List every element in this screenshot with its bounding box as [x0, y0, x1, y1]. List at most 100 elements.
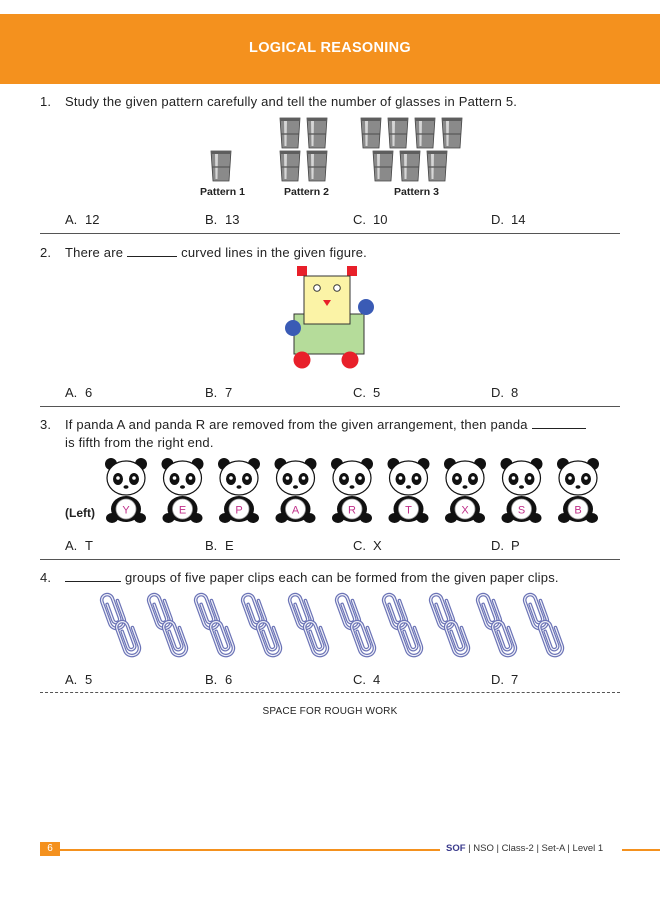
robot-left-hand: [285, 320, 301, 336]
paper-clip-icon: [302, 619, 330, 658]
paper-clip-icon: [255, 619, 283, 658]
paper-clip-icon: [522, 592, 550, 631]
rough-work-label: SPACE FOR ROUGH WORK: [262, 706, 398, 717]
q4-option-d[interactable]: D. 7: [491, 672, 518, 687]
option-value: 5: [85, 672, 93, 687]
option-value: 10: [373, 212, 388, 227]
q1-option-b[interactable]: B.13: [205, 212, 239, 227]
footer-text: SOF | NSO | Class-2 | Set-A | Level 1: [446, 843, 603, 854]
question-number: 2.: [40, 245, 52, 260]
question-number: 3.: [40, 417, 52, 432]
paper-clip-icon: [396, 619, 424, 658]
option-letter: B.: [205, 672, 218, 687]
panda-letter: R: [348, 505, 356, 517]
option-letter: B.: [205, 538, 218, 553]
paper-clip-icon: [334, 592, 362, 631]
robot-left-antenna: [297, 266, 307, 276]
answer-blank: [127, 255, 178, 257]
option-value: P: [511, 538, 520, 553]
option-letter: C.: [353, 538, 366, 553]
panda-letter: S: [518, 505, 525, 517]
paper-clip-icon: [114, 619, 142, 658]
panda-letter: Y: [122, 505, 130, 517]
option-value: X: [373, 538, 382, 553]
paper-clip-icon: [193, 592, 221, 631]
q2-option-a[interactable]: A.6: [65, 385, 92, 400]
glass-icon: [306, 150, 328, 182]
q4-option-b[interactable]: B. 6: [205, 672, 232, 687]
paper-clip-icon: [475, 592, 503, 631]
robot-figure: [285, 266, 374, 369]
option-value: 13: [225, 212, 240, 227]
question-3: 3. If panda A and panda R are removed fro…: [40, 417, 590, 432]
question-text-line1: If panda A and panda R are removed from …: [65, 417, 528, 432]
panda-Y: Y: [105, 458, 147, 523]
robot-right-wheel: [341, 351, 359, 369]
page-number: 6: [40, 842, 60, 856]
pattern-1-caption: Pattern 1: [200, 186, 245, 198]
option-letter: D.: [491, 672, 504, 687]
panda-T: T: [387, 458, 430, 523]
panda-A: A: [274, 458, 317, 523]
footer-bar-right: [622, 849, 660, 851]
question-number: 1.: [40, 94, 52, 109]
robot-right-hand: [358, 299, 374, 315]
panda-letter: P: [235, 505, 242, 517]
q1-option-a[interactable]: A. 12: [65, 212, 99, 227]
paper-clip-icon: [161, 619, 189, 658]
option-value: 12: [85, 212, 100, 227]
pattern-2-caption: Pattern 2: [284, 186, 329, 198]
question-text-before: There are: [65, 245, 124, 260]
q3-option-d[interactable]: D.P: [491, 538, 520, 553]
option-value: 14: [511, 212, 526, 227]
q4-option-a[interactable]: A. 5: [65, 672, 92, 687]
glass-icon: [387, 117, 409, 149]
option-value: 8: [511, 385, 519, 400]
paper-clip-icon: [99, 592, 127, 631]
glass-icon: [426, 150, 448, 182]
panda-R: R: [331, 458, 373, 523]
sof-logo: SOF: [446, 843, 466, 854]
q1-option-c[interactable]: C. 10: [353, 212, 387, 227]
option-value: 5: [373, 385, 381, 400]
panda-letter: T: [405, 505, 412, 517]
option-letter: B.: [205, 385, 218, 400]
panda-B: B: [557, 458, 599, 523]
option-value: 7: [511, 672, 519, 687]
q4-option-c[interactable]: C.4: [353, 672, 380, 687]
option-letter: C.: [353, 212, 366, 227]
q2-option-b[interactable]: B. 7: [205, 385, 232, 400]
glass-icon: [279, 150, 301, 182]
robot-left-eye: [313, 284, 321, 292]
q2-option-c[interactable]: C.5: [353, 385, 380, 400]
option-value: 7: [225, 385, 233, 400]
option-letter: D.: [491, 212, 504, 227]
panda-letter: E: [179, 505, 186, 517]
question-4: 4.groups of five paper clips each can be…: [40, 570, 559, 585]
q3-option-c[interactable]: C. X: [353, 538, 382, 553]
q1-option-d[interactable]: D. 14: [491, 212, 525, 227]
option-letter: A.: [65, 385, 78, 400]
option-letter: A.: [65, 212, 78, 227]
question-number: 4.: [40, 570, 52, 585]
option-value: 4: [373, 672, 381, 687]
paper-clip-icon: [490, 619, 518, 658]
robot-right-eye: [333, 284, 341, 292]
paper-clip-icon: [428, 592, 456, 631]
paper-clip-icon: [349, 619, 377, 658]
header-banner: [0, 14, 660, 84]
panda-P: P: [218, 458, 260, 523]
option-value: 6: [225, 672, 233, 687]
robot-right-antenna: [347, 266, 357, 276]
panda-letter: B: [574, 505, 581, 517]
option-letter: A.: [65, 672, 78, 687]
q2-option-d[interactable]: D. 8: [491, 385, 518, 400]
paper-clip-icon: [240, 592, 268, 631]
q3-option-a[interactable]: A.T: [65, 538, 93, 553]
option-letter: A.: [65, 538, 78, 553]
q3-option-b[interactable]: B.E: [205, 538, 234, 553]
answer-blank: [531, 427, 586, 429]
option-letter: D.: [491, 385, 504, 400]
